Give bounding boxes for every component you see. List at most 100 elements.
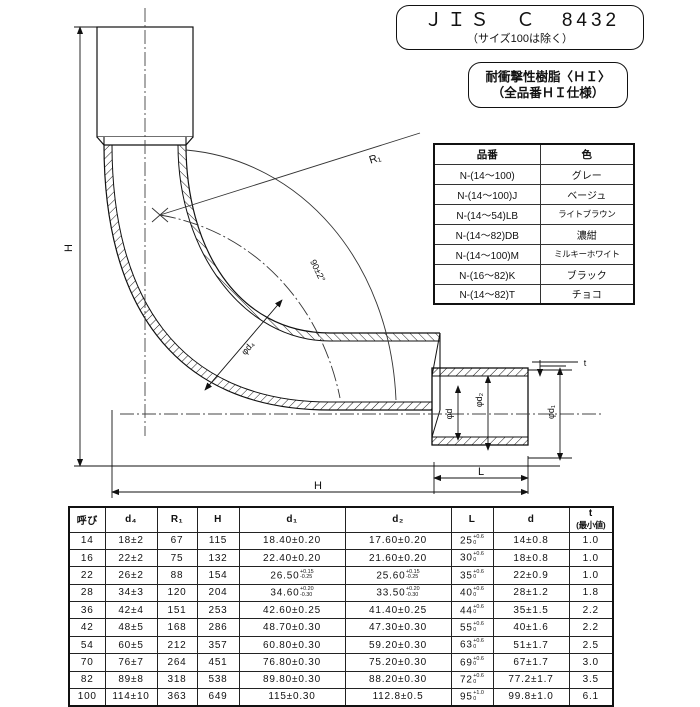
color-table-row: N-(14〜100)グレー xyxy=(433,163,635,185)
color-cell-code: N-(14〜100)M xyxy=(433,243,541,265)
dim-cell-r1: 75 xyxy=(156,548,198,568)
color-cell-color: ベージュ xyxy=(539,183,635,205)
elbow-body xyxy=(103,144,440,411)
dim-cell-d4: 26±2 xyxy=(104,566,158,585)
dim-cell-r1: 120 xyxy=(156,583,198,603)
dim-cell-h: 132 xyxy=(196,548,240,568)
color-th-color: 色 xyxy=(539,143,635,165)
color-cell-color: 濃紺 xyxy=(539,223,635,245)
dim-cell-r1: 151 xyxy=(156,601,198,620)
dim-cell-d2: 41.40±0.25 xyxy=(344,601,452,620)
dim-cell-nominal: 42 xyxy=(68,618,106,637)
dim-th-h: H xyxy=(196,506,240,533)
d4-dimension xyxy=(204,299,283,391)
dim-cell-d2: 25.60+0.15-0.25 xyxy=(344,566,452,585)
dim-cell-h: 204 xyxy=(196,583,240,603)
dim-th-d1: d₁ xyxy=(238,506,346,533)
dim-th-r1: R₁ xyxy=(156,506,198,533)
hi-badge-line2: （全品番ＨＩ仕様） xyxy=(491,85,605,100)
height-dimension xyxy=(74,26,560,467)
radius-line xyxy=(159,132,421,216)
dim-cell-t: 1.8 xyxy=(568,583,614,603)
dim-cell-d: 40±1.6 xyxy=(492,618,570,637)
dim-cell-d1: 34.60+0.20-0.30 xyxy=(238,583,346,603)
dim-cell-nominal: 22 xyxy=(68,566,106,585)
dim-cell-d: 67±1.7 xyxy=(492,653,570,672)
dim-cell-d4: 42±4 xyxy=(104,601,158,620)
dim-cell-d4: 18±2 xyxy=(104,531,158,550)
dim-cell-h: 253 xyxy=(196,601,240,620)
jis-badge-title: ＪＩＳ Ｃ 8432 xyxy=(423,9,621,31)
dim-cell-d2: 47.30±0.30 xyxy=(344,618,452,637)
label-length-H: H xyxy=(314,480,322,492)
dim-cell-nominal: 100 xyxy=(68,688,106,707)
dim-cell-d4: 114±10 xyxy=(104,688,158,707)
dim-cell-h: 115 xyxy=(196,531,240,550)
dim-cell-d: 22±0.9 xyxy=(492,566,570,585)
dim-th-d: d xyxy=(492,506,570,533)
color-cell-code: N-(14〜82)T xyxy=(433,283,541,305)
dim-cell-d4: 76±7 xyxy=(104,653,158,672)
dim-cell-r1: 88 xyxy=(156,566,198,585)
dim-cell-d2: 17.60±0.20 xyxy=(344,531,452,550)
dim-cell-t: 1.0 xyxy=(568,566,614,585)
color-cell-color: チョコ xyxy=(539,283,635,305)
dim-cell-d2: 112.8±0.5 xyxy=(344,688,452,707)
color-cell-color: ブラック xyxy=(539,263,635,285)
dim-cell-r1: 67 xyxy=(156,531,198,550)
color-table-header-row: 品番 色 xyxy=(433,143,635,165)
diameter-dimensions xyxy=(454,360,578,461)
dim-cell-nominal: 54 xyxy=(68,635,106,655)
label-height-H: H xyxy=(63,244,75,252)
color-cell-code: N-(14〜100) xyxy=(433,163,541,185)
dim-cell-h: 451 xyxy=(196,653,240,672)
dim-th-l: L xyxy=(450,506,494,533)
dim-cell-nominal: 14 xyxy=(68,531,106,550)
dim-th-t-sub: (最小値) xyxy=(576,520,606,531)
dim-cell-d: 28±1.2 xyxy=(492,583,570,603)
dim-cell-d: 99.8±1.0 xyxy=(492,688,570,707)
right-socket xyxy=(431,332,529,446)
dim-cell-d1: 60.80±0.30 xyxy=(238,635,346,655)
dim-th-d2: d₂ xyxy=(344,506,452,533)
dim-cell-d4: 22±2 xyxy=(104,548,158,568)
dim-cell-d1: 26.50+0.15-0.25 xyxy=(238,566,346,585)
dim-cell-r1: 264 xyxy=(156,653,198,672)
dim-cell-nominal: 36 xyxy=(68,601,106,620)
hi-badge-line1: 耐衝撃性樹脂〈ＨＩ〉 xyxy=(485,70,611,85)
label-dia-d4: φd₄ xyxy=(239,339,256,357)
dim-cell-h: 649 xyxy=(196,688,240,707)
dim-cell-d4: 60±5 xyxy=(104,635,158,655)
dim-cell-r1: 212 xyxy=(156,635,198,655)
dim-cell-d1: 115±0.30 xyxy=(238,688,346,707)
dim-cell-t: 6.1 xyxy=(568,688,614,707)
dim-cell-nominal: 82 xyxy=(68,670,106,690)
dim-cell-d1: 22.40±0.20 xyxy=(238,548,346,568)
dim-cell-d2: 75.20±0.30 xyxy=(344,653,452,672)
label-radius-R1: R₁ xyxy=(368,152,383,167)
dim-cell-h: 538 xyxy=(196,670,240,690)
dim-cell-t: 2.5 xyxy=(568,635,614,655)
